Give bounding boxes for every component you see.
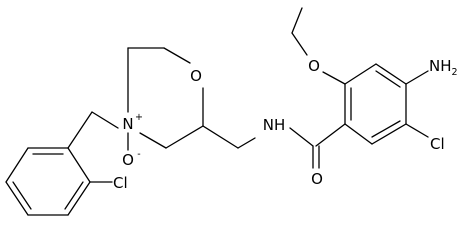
bond bbox=[371, 123, 407, 145]
bond bbox=[405, 70, 429, 85]
amino-nh: NH bbox=[429, 57, 452, 75]
amide-nitrogen-label: NH bbox=[263, 116, 286, 134]
bond bbox=[344, 123, 373, 145]
benzyl-chlorine-label: Cl bbox=[113, 174, 128, 192]
bond bbox=[344, 63, 377, 85]
bond bbox=[291, 7, 303, 34]
n-oxide-oxygen-label: O bbox=[122, 151, 134, 169]
bond bbox=[322, 71, 346, 85]
amino-subscript: 2 bbox=[452, 67, 458, 78]
aryl-chlorine-label: Cl bbox=[430, 135, 445, 153]
bond bbox=[315, 123, 346, 147]
atom-labels: O N + O - NH O O NH2 Cl Cl bbox=[113, 57, 458, 192]
ethoxy-oxygen-label: O bbox=[308, 57, 320, 75]
ring-nitrogen-label: N bbox=[122, 115, 133, 133]
bond bbox=[67, 181, 91, 216]
bond bbox=[91, 111, 119, 129]
nitrogen-charge-label: + bbox=[135, 112, 143, 123]
bonds bbox=[5, 7, 429, 216]
bond bbox=[291, 32, 308, 56]
bond bbox=[375, 63, 407, 85]
chemical-structure: O N + O - NH O O NH2 Cl Cl bbox=[5, 7, 458, 216]
bond bbox=[202, 125, 239, 149]
bond bbox=[67, 111, 93, 149]
bond bbox=[237, 137, 256, 149]
carbonyl-oxygen-label: O bbox=[311, 170, 323, 188]
bond bbox=[163, 47, 191, 64]
bond bbox=[64, 181, 84, 210]
bond bbox=[165, 125, 204, 149]
n-oxide-charge-label: - bbox=[137, 149, 140, 160]
bond bbox=[5, 147, 29, 183]
bond bbox=[371, 120, 401, 138]
bond bbox=[139, 132, 167, 149]
bond bbox=[375, 70, 401, 88]
bond bbox=[5, 181, 29, 216]
bond bbox=[12, 181, 32, 210]
amino-group-label: NH2 bbox=[429, 57, 458, 78]
ring-oxygen-label: O bbox=[190, 67, 202, 85]
bond bbox=[289, 127, 314, 147]
bond bbox=[67, 147, 91, 183]
bond bbox=[405, 123, 429, 138]
